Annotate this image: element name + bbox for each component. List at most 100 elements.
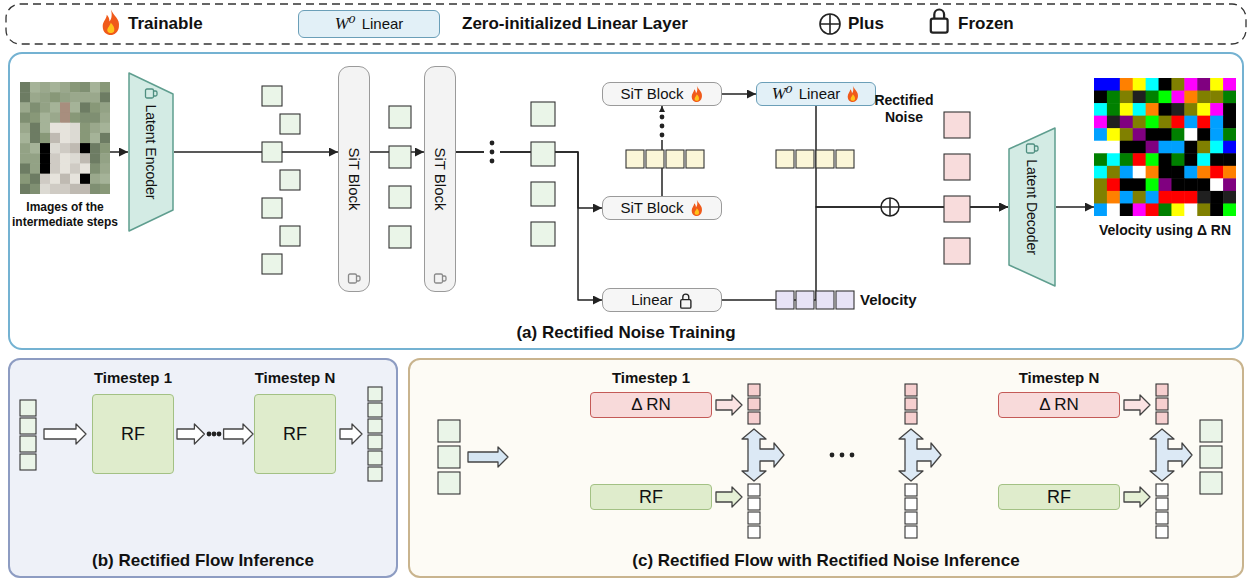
pixel	[1171, 166, 1184, 179]
pixel	[1210, 203, 1223, 216]
token-square	[368, 435, 382, 449]
pixel	[1184, 166, 1197, 179]
token-square	[626, 150, 644, 168]
pixel	[1223, 78, 1236, 91]
pixel	[100, 143, 110, 154]
legend-text: Frozen	[958, 14, 1014, 34]
flame-outer	[848, 86, 858, 102]
box-content: Δ RN	[1039, 396, 1079, 414]
pixel	[1197, 141, 1210, 154]
plus-circle	[820, 14, 840, 34]
pixel	[1107, 166, 1120, 179]
token-square	[368, 387, 382, 401]
pixel	[70, 82, 81, 93]
pixel	[1146, 203, 1159, 216]
pixel	[1107, 128, 1120, 141]
cup-icon	[434, 274, 446, 283]
pixel	[1094, 78, 1107, 91]
lock-body	[931, 19, 948, 33]
pixel	[20, 163, 31, 174]
box-content: RF	[121, 425, 145, 443]
pixel	[40, 123, 51, 134]
pixel	[40, 92, 51, 103]
ellipsis-dot	[207, 432, 212, 437]
box-content: W⁰Linear	[772, 85, 861, 103]
pixel	[70, 174, 81, 185]
pixel	[1223, 178, 1236, 191]
pixel	[70, 184, 81, 194]
pixel	[50, 143, 61, 154]
frozen-icon-handle	[442, 276, 446, 281]
pixel	[1146, 141, 1159, 154]
flame-inner	[851, 94, 855, 100]
frozen-icon-handle	[154, 91, 158, 96]
sit-block: SiT Block	[602, 196, 722, 220]
token-square	[748, 384, 760, 396]
legend-text: Plus	[848, 14, 884, 34]
pixel	[1094, 191, 1107, 204]
linear-layer: Linear	[602, 288, 722, 312]
token-square	[816, 291, 834, 309]
pixel	[1146, 78, 1159, 91]
pixel	[60, 113, 71, 124]
pixel	[100, 163, 110, 174]
box-content: RF	[1047, 488, 1071, 506]
pixel	[1210, 128, 1223, 141]
pixel	[70, 92, 81, 103]
token-square	[20, 436, 36, 452]
pixel	[1197, 203, 1210, 216]
weight-symbol: W⁰	[772, 85, 793, 103]
pixel	[1094, 166, 1107, 179]
block-arrow	[716, 395, 742, 415]
coder-shape	[129, 73, 173, 231]
pixel	[1223, 91, 1236, 104]
token-square	[905, 512, 917, 524]
pixel	[30, 133, 41, 144]
connector-arrow	[456, 152, 602, 300]
ellipsis-dot	[850, 453, 855, 458]
token-square	[944, 196, 970, 222]
pixel	[1184, 153, 1197, 166]
frozen-icon-body	[348, 274, 356, 283]
pixel	[1120, 91, 1133, 104]
pixel	[80, 143, 91, 154]
pixel	[30, 102, 41, 113]
pixel	[90, 113, 101, 124]
token-square	[280, 226, 300, 246]
velocity-label: Velocity	[860, 291, 917, 309]
pixel	[40, 82, 51, 93]
cupT-icon	[1027, 144, 1039, 153]
pixel	[1107, 103, 1120, 116]
pixel	[50, 123, 61, 134]
pixel	[1223, 141, 1236, 154]
pixel	[20, 113, 31, 124]
pixel	[60, 153, 71, 164]
lock-body	[681, 299, 691, 308]
pixel	[80, 102, 91, 113]
sit-block: SiT Block	[424, 66, 456, 292]
pixel	[80, 184, 91, 194]
pixel	[1159, 116, 1172, 129]
pixel	[1210, 166, 1223, 179]
block-arrow	[1124, 395, 1150, 415]
pixel	[1120, 166, 1133, 179]
block-arrow	[340, 424, 362, 444]
merge-arrow	[1150, 429, 1192, 481]
pixel	[50, 184, 61, 194]
pixel	[1120, 116, 1133, 129]
token-square	[816, 150, 834, 168]
pixel-photo	[20, 82, 110, 194]
pixel	[20, 123, 31, 134]
pixel	[30, 163, 41, 174]
token-square	[836, 291, 854, 309]
panel-ground	[8, 52, 1244, 350]
pixel	[1133, 191, 1146, 204]
pixel	[80, 153, 91, 164]
pixel	[1171, 203, 1184, 216]
block-arrow	[468, 447, 508, 467]
pixel	[60, 92, 71, 103]
box-content: Δ RN	[631, 396, 671, 414]
rn-inference-panel: Δ RNRFΔ RNRF(c) Rectified Flow with Rect…	[408, 358, 1244, 578]
flame-outer	[691, 200, 701, 216]
